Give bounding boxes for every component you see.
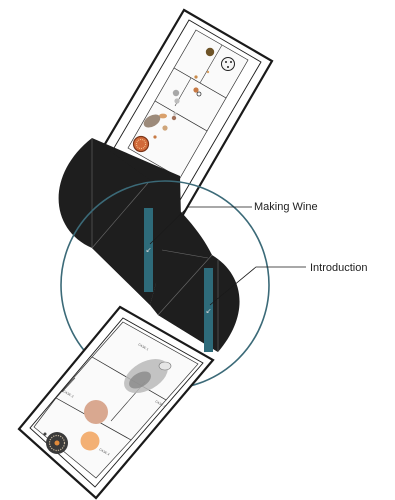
introduction-label: Introduction [310,262,367,274]
artifact-decorated-plate-icon [134,137,149,152]
artifact-dish-icon [81,432,100,451]
introduction-arrow-icon: ↙ [206,307,212,315]
artifact-bead-icon [194,75,197,78]
making-wine-arrow-icon: ↙ [146,246,152,254]
making-wine-label: Making Wine [254,201,318,213]
lower-display-case: CASE 1 CASE 2 CASE 3 CASE 4 [19,307,213,498]
artifact-stone-icon [173,90,179,96]
artifact-shard-icon [193,87,198,92]
artifact-coin-icon [206,48,214,56]
artifact-ring-icon [197,92,201,96]
artifact-bowl-icon [84,400,108,424]
artifact-plate-icon [222,58,235,71]
